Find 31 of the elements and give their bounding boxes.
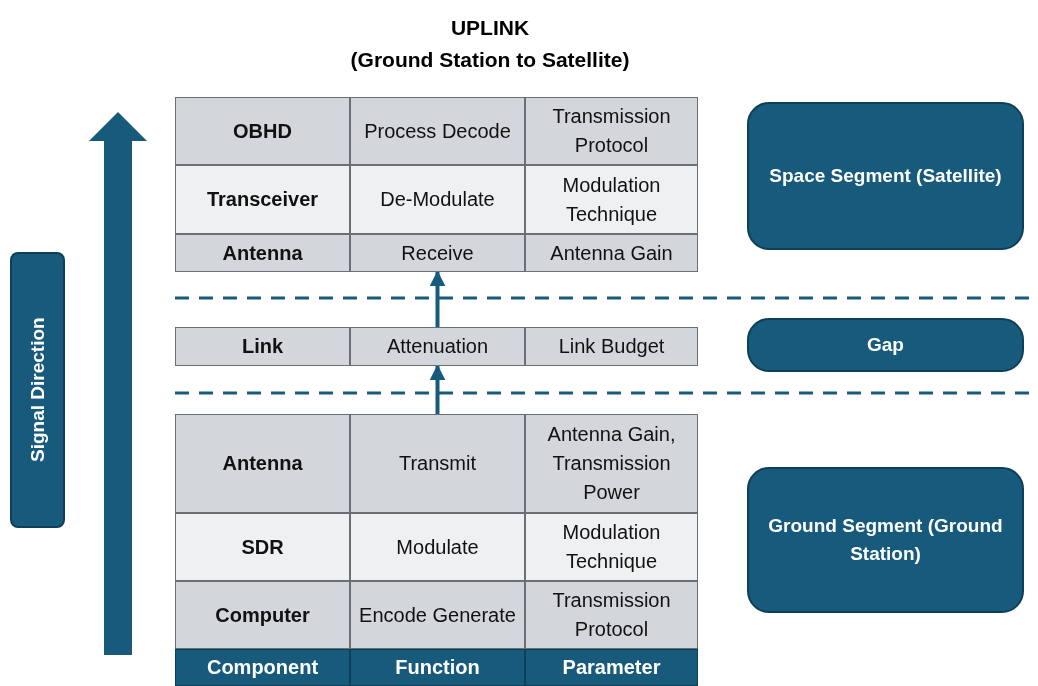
column-header: Component — [175, 649, 350, 686]
table-cell: Link Budget — [525, 327, 698, 366]
table-cell: Encode Generate — [350, 581, 525, 649]
table-cell: Transmit — [350, 414, 525, 513]
arrow — [429, 270, 446, 327]
segment-label-box: Space Segment (Satellite) — [747, 102, 1024, 250]
component-cell: SDR — [175, 513, 350, 581]
table-cell: Antenna Gain — [525, 234, 698, 272]
component-cell: Transceiver — [175, 165, 350, 234]
diagram-title: UPLINK (Ground Station to Satellite) — [349, 15, 631, 73]
table-cell: Modulation Technique — [525, 513, 698, 581]
table-cell: Transmission Protocol — [525, 581, 698, 649]
component-cell: Antenna — [175, 234, 350, 272]
segment-label-box: Gap — [747, 318, 1024, 372]
table-cell: Modulate — [350, 513, 525, 581]
component-cell: OBHD — [175, 97, 350, 165]
component-cell: Link — [175, 327, 350, 366]
column-header: Function — [350, 649, 525, 686]
column-header: Parameter — [525, 649, 698, 686]
table-cell: Attenuation — [350, 327, 525, 366]
table-cell: Transmission Protocol — [525, 97, 698, 165]
component-cell: Antenna — [175, 414, 350, 513]
table-cell: Receive — [350, 234, 525, 272]
table-cell: Process Decode — [350, 97, 525, 165]
signal-direction-label: Signal Direction — [10, 252, 65, 528]
table-cell: De-Modulate — [350, 165, 525, 234]
arrow — [429, 364, 446, 414]
segment-label-box: Ground Segment (Ground Station) — [747, 467, 1024, 613]
table-cell: Modulation Technique — [525, 165, 698, 234]
component-cell: Computer — [175, 581, 350, 649]
table-cell: Antenna Gain, Transmission Power — [525, 414, 698, 513]
